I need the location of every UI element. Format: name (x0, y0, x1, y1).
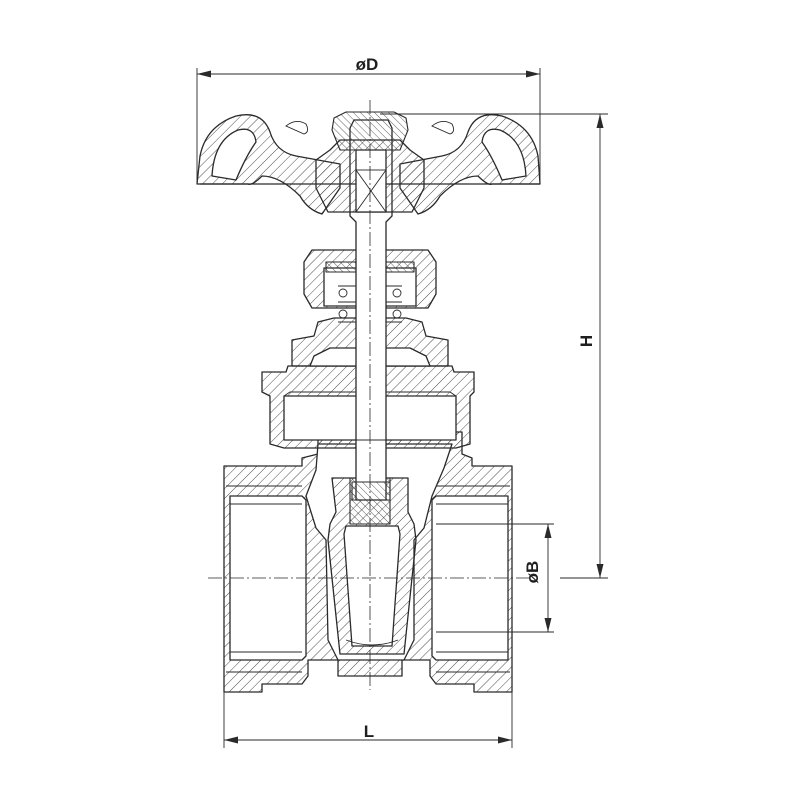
dimension-label-length: L (364, 722, 374, 741)
dimension-length: L (223, 692, 513, 748)
dimension-height: H (380, 113, 608, 579)
dimension-label-height: H (577, 335, 596, 347)
gate-wedge (327, 477, 417, 655)
dimension-bore-diameter: øB (436, 523, 554, 633)
center-lines (208, 100, 530, 690)
dimension-handwheel-diameter: øD (196, 55, 541, 184)
handwheel (196, 111, 541, 215)
dimension-label-diameter-b: øB (523, 561, 542, 584)
dimension-label-diameter-d: øD (356, 55, 379, 74)
